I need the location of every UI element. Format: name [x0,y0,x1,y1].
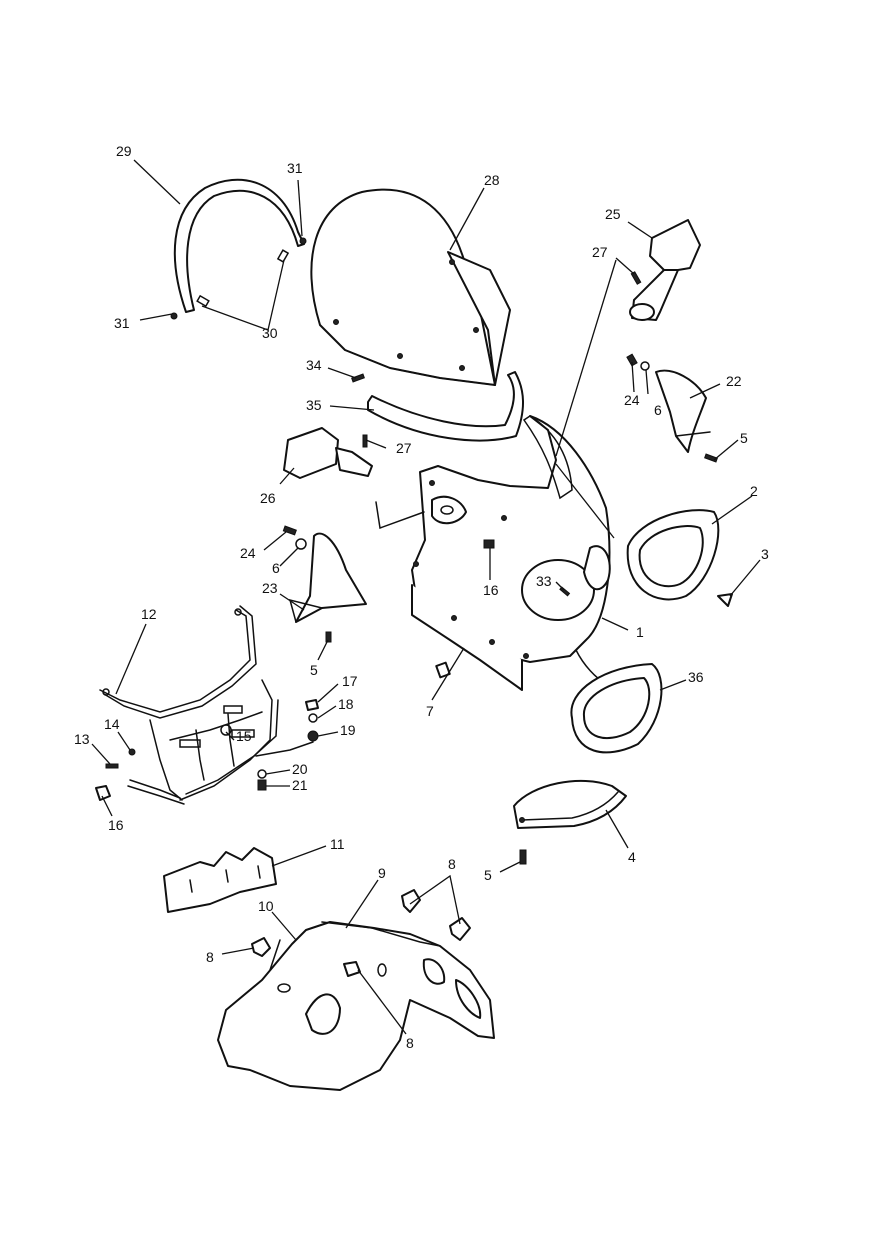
callout-label: 35 [306,397,322,413]
callout-label: 17 [342,673,358,689]
leader-line [255,741,314,757]
callout-label: 16 [108,817,124,833]
fastener-part [519,849,527,865]
clip-part [196,249,290,308]
callout-label: 2 [750,483,758,499]
callout-label: 8 [206,949,214,965]
callout-label: 5 [484,867,492,883]
fastener-part [559,586,571,597]
front-fender-part [217,921,495,1091]
nut-part [95,785,111,801]
callout-label: 29 [116,143,132,159]
headlamp-surround-part [626,509,720,601]
callout-label: 13 [74,731,90,747]
fastener-part [717,593,733,607]
callout-label: 3 [761,546,769,562]
fastener-part [105,763,119,769]
washer-part [295,538,307,550]
trim-strip-part [173,178,305,313]
belly-pan-part [513,779,627,829]
callout-label: 12 [141,606,157,622]
washer-part [640,361,650,371]
callout-label: 19 [340,722,356,738]
fastener-part [325,631,332,643]
callout-label: 31 [114,315,130,331]
seal-strip-part [367,371,524,442]
left-mirror-part [283,427,373,479]
grommet-part [307,730,319,742]
callout-label: 8 [406,1035,414,1051]
callout-label: 6 [654,402,662,418]
callout-label: 34 [306,357,322,373]
callout-label: 36 [688,669,704,685]
callout-label: 4 [628,849,636,865]
fastener-part [362,434,368,448]
right-mirror-part [629,219,701,321]
callout-label: 15 [236,728,252,744]
clip-part [435,661,451,679]
fastener-part [282,525,297,536]
washer-part [308,713,318,723]
fastener-part [299,237,307,245]
callout-label: 5 [310,662,318,678]
callout-label: 18 [338,696,354,712]
callout-label: 8 [448,856,456,872]
callout-label: 1 [636,624,644,640]
callout-label: 22 [726,373,742,389]
callout-label: 6 [272,560,280,576]
callout-label: 16 [483,582,499,598]
callout-label: 30 [262,325,278,341]
windscreen-part [310,188,511,386]
callout-label: 14 [104,716,120,732]
washer-part [257,769,267,779]
right-side-panel-part [655,369,711,453]
bolt-part [251,937,271,957]
callout-label: 10 [258,898,274,914]
left-side-panel-part [288,532,367,623]
callout-label: 25 [605,206,621,222]
fastener-part [257,779,267,791]
bracket-part [305,699,319,711]
washer-part [377,963,387,977]
callout-label: 5 [740,430,748,446]
mounting-bracket-part [163,847,277,913]
callout-label: 20 [292,761,308,777]
callout-label: 21 [292,777,308,793]
fairing-edge-line [375,501,425,530]
fastener-part [351,373,365,383]
lamp-surround-part [570,663,663,754]
main-fairing-part [411,415,611,691]
subframe-part [99,605,279,805]
leader-lines [91,159,761,1035]
callout-label: 11 [330,836,345,852]
bolt-part [401,889,421,913]
callout-label: 24 [624,392,640,408]
washer-part [128,748,136,756]
callout-label: 9 [378,865,386,881]
fastener-part [626,353,638,367]
callout-label: 31 [287,160,303,176]
callout-label: 23 [262,580,278,596]
callout-label: 33 [536,573,552,589]
callout-labels: 29 31 28 25 27 31 30 34 22 24 6 35 27 5 … [74,143,769,1051]
callout-label: 7 [426,703,434,719]
fastener-part [170,312,178,320]
callout-label: 24 [240,545,256,561]
callout-label: 27 [396,440,412,456]
callout-label: 27 [592,244,608,260]
nut-part [483,539,495,549]
bolt-part [449,917,471,941]
callout-label: 28 [484,172,500,188]
callout-label: 26 [260,490,276,506]
